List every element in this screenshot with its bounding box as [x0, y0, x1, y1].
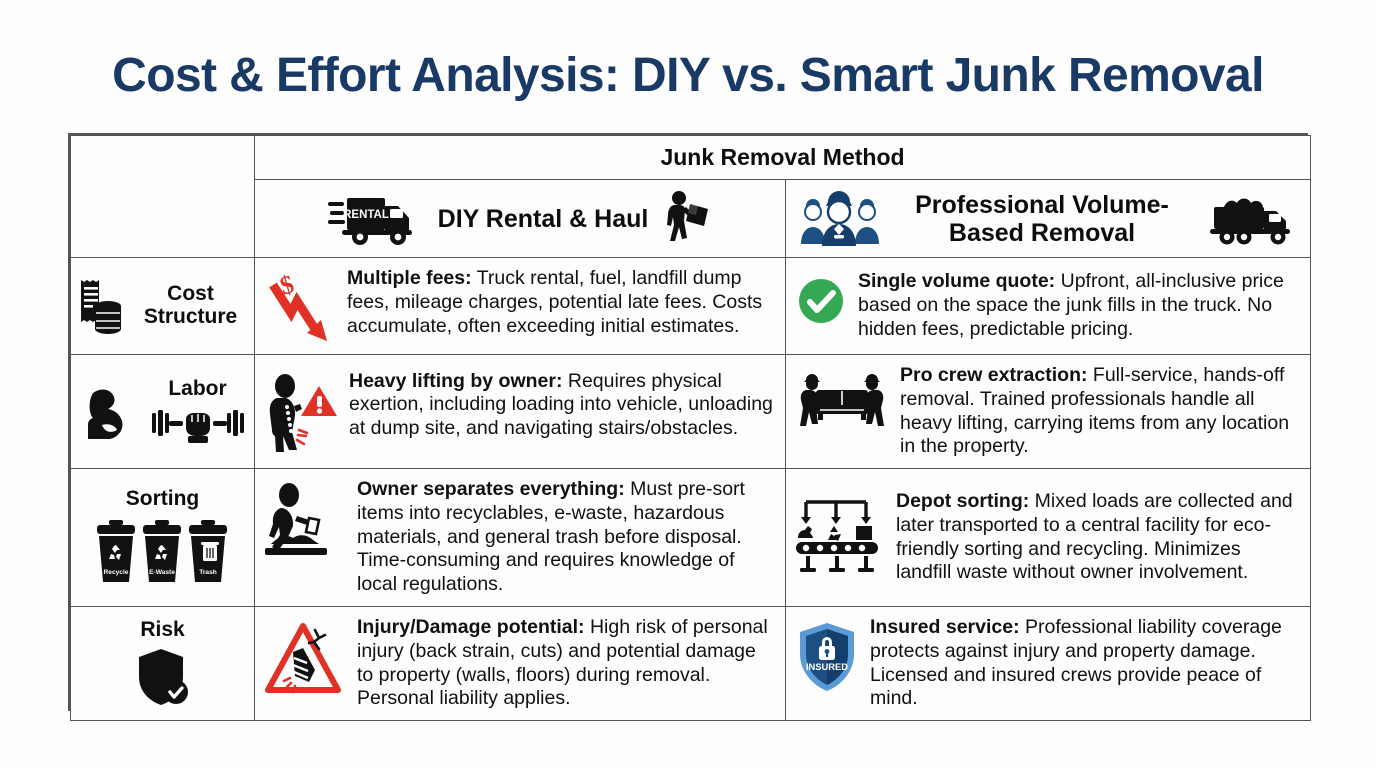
cell-body: Truck rental, fuel, landfill dump fees, …	[347, 267, 763, 337]
cell-heading: Depot sorting:	[896, 490, 1030, 513]
three-sorting-bins-icon: Recycle E-Waste Trash	[93, 515, 233, 587]
comparison-table: Junk Removal Method	[70, 135, 1312, 722]
attribute-cell-sorting: Sorting	[70, 468, 255, 608]
cell-body: High risk of personal injury (back strai…	[357, 616, 768, 710]
page-title: Cost & Effort Analysis: DIY vs. Smart Ju…	[112, 49, 1264, 102]
crew-team-icon	[796, 190, 884, 248]
cell-text: Owner separates everything: Must pre-sor…	[357, 478, 775, 597]
loaded-dump-truck-icon	[1200, 191, 1300, 247]
two-movers-sofa-icon	[794, 364, 890, 430]
cell-text: Pro crew extraction: Full-service, hands…	[900, 364, 1300, 459]
attribute-cell-labor: Labor	[70, 353, 255, 470]
attribute-label: Cost Structure	[143, 282, 238, 328]
person-sorting-trash-icon	[263, 478, 347, 562]
comparison-table-wrapper: Junk Removal Method	[68, 133, 1312, 722]
table-header-method-row: RENTAL DIY Rental & Haul	[71, 179, 1312, 258]
cell-heading: Insured service:	[870, 616, 1020, 639]
cell-text: Single volume quote: Upfront, all-inclus…	[858, 270, 1300, 341]
group-header-cell: Junk Removal Method	[253, 135, 1312, 180]
cell-labor-diy: Heavy lifting by owner: Requires physica…	[254, 353, 786, 470]
cell-body: Mixed loads are collected and later tran…	[896, 490, 1293, 584]
cell-labor-pro: Pro crew extraction: Full-service, hands…	[784, 353, 1312, 470]
shield-check-icon	[134, 646, 192, 708]
back-pain-warning-icon	[263, 370, 339, 454]
cell-risk-diy: Injury/Damage potential: High risk of pe…	[254, 606, 786, 722]
cell-text: Injury/Damage potential: High risk of pe…	[357, 616, 775, 711]
rental-truck-icon: RENTAL	[327, 192, 424, 246]
red-down-arrow-dollar-icon: $	[263, 267, 337, 345]
cell-text: Heavy lifting by owner: Requires physica…	[349, 370, 775, 441]
cell-cost-structure-diy: $ Multiple fees: Truck rental, fuel, lan…	[254, 257, 786, 355]
cell-text: Insured service: Professional liability …	[870, 616, 1300, 711]
header-label-pro: Professional Volume-Based Removal	[915, 190, 1169, 247]
bin-label: Trash	[199, 569, 217, 576]
cell-body: Upfront, all-inclusive price based on th…	[858, 270, 1284, 340]
cell-heading: Owner separates everything:	[357, 478, 625, 501]
insured-shield-lock-icon: INSURED	[794, 616, 860, 694]
table-header-group-row: Junk Removal Method	[70, 135, 1312, 258]
cell-cost-structure-pro: Single volume quote: Upfront, all-inclus…	[784, 257, 1312, 355]
green-check-circle-icon	[794, 270, 848, 328]
cell-text: Multiple fees: Truck rental, fuel, landf…	[347, 267, 775, 338]
flexed-bicep-icon	[80, 381, 142, 443]
cell-text: Depot sorting: Mixed loads are collected…	[896, 490, 1300, 585]
person-carrying-box-icon	[662, 190, 712, 248]
insured-shield-label: INSURED	[806, 661, 848, 672]
conveyor-sorting-icon	[794, 490, 886, 576]
table-row: Labor	[70, 353, 1312, 470]
table-row: Cost Structure $	[70, 257, 1312, 355]
cell-body: Full-service, hands-off removal. Trained…	[900, 364, 1290, 458]
svg-text:RENTAL: RENTAL	[343, 209, 389, 221]
cell-heading: Pro crew extraction:	[900, 364, 1088, 386]
table-row: Sorting	[70, 468, 1312, 608]
header-cell-pro: Professional Volume-Based Removal	[784, 179, 1312, 258]
cell-risk-pro: INSURED Insured service: Professional li…	[784, 606, 1312, 722]
cell-heading: Multiple fees:	[347, 267, 472, 289]
attribute-label: Risk	[140, 618, 185, 642]
header-label-diy: DIY Rental & Haul	[437, 204, 649, 233]
bin-label: Recycle	[103, 569, 128, 576]
attribute-label: Sorting	[125, 487, 200, 511]
injury-warning-triangle-icon	[263, 616, 347, 698]
cell-sorting-pro: Depot sorting: Mixed loads are collected…	[784, 468, 1312, 608]
header-cell-diy: RENTAL DIY Rental & Haul	[254, 179, 786, 258]
cell-heading: Single volume quote:	[858, 270, 1056, 293]
attribute-cell-risk: Risk	[70, 606, 255, 722]
corner-cell	[70, 135, 255, 258]
dumbbell-fist-icon	[150, 405, 246, 445]
bin-label: E-Waste	[149, 569, 175, 576]
cell-sorting-diy: Owner separates everything: Must pre-sor…	[254, 468, 786, 608]
cell-body: Requires physical exertion, including lo…	[349, 369, 773, 440]
cell-heading: Injury/Damage potential:	[357, 616, 585, 639]
cell-body: Professional liability coverage protects…	[870, 616, 1282, 710]
receipt-coins-icon	[77, 276, 125, 336]
cell-heading: Heavy lifting by owner:	[349, 369, 563, 392]
table-row: Risk	[70, 606, 1312, 722]
attribute-label: Labor	[168, 377, 227, 401]
cell-body: Must pre-sort items into recyclables, e-…	[357, 478, 745, 596]
attribute-cell-cost-structure: Cost Structure	[70, 257, 255, 355]
